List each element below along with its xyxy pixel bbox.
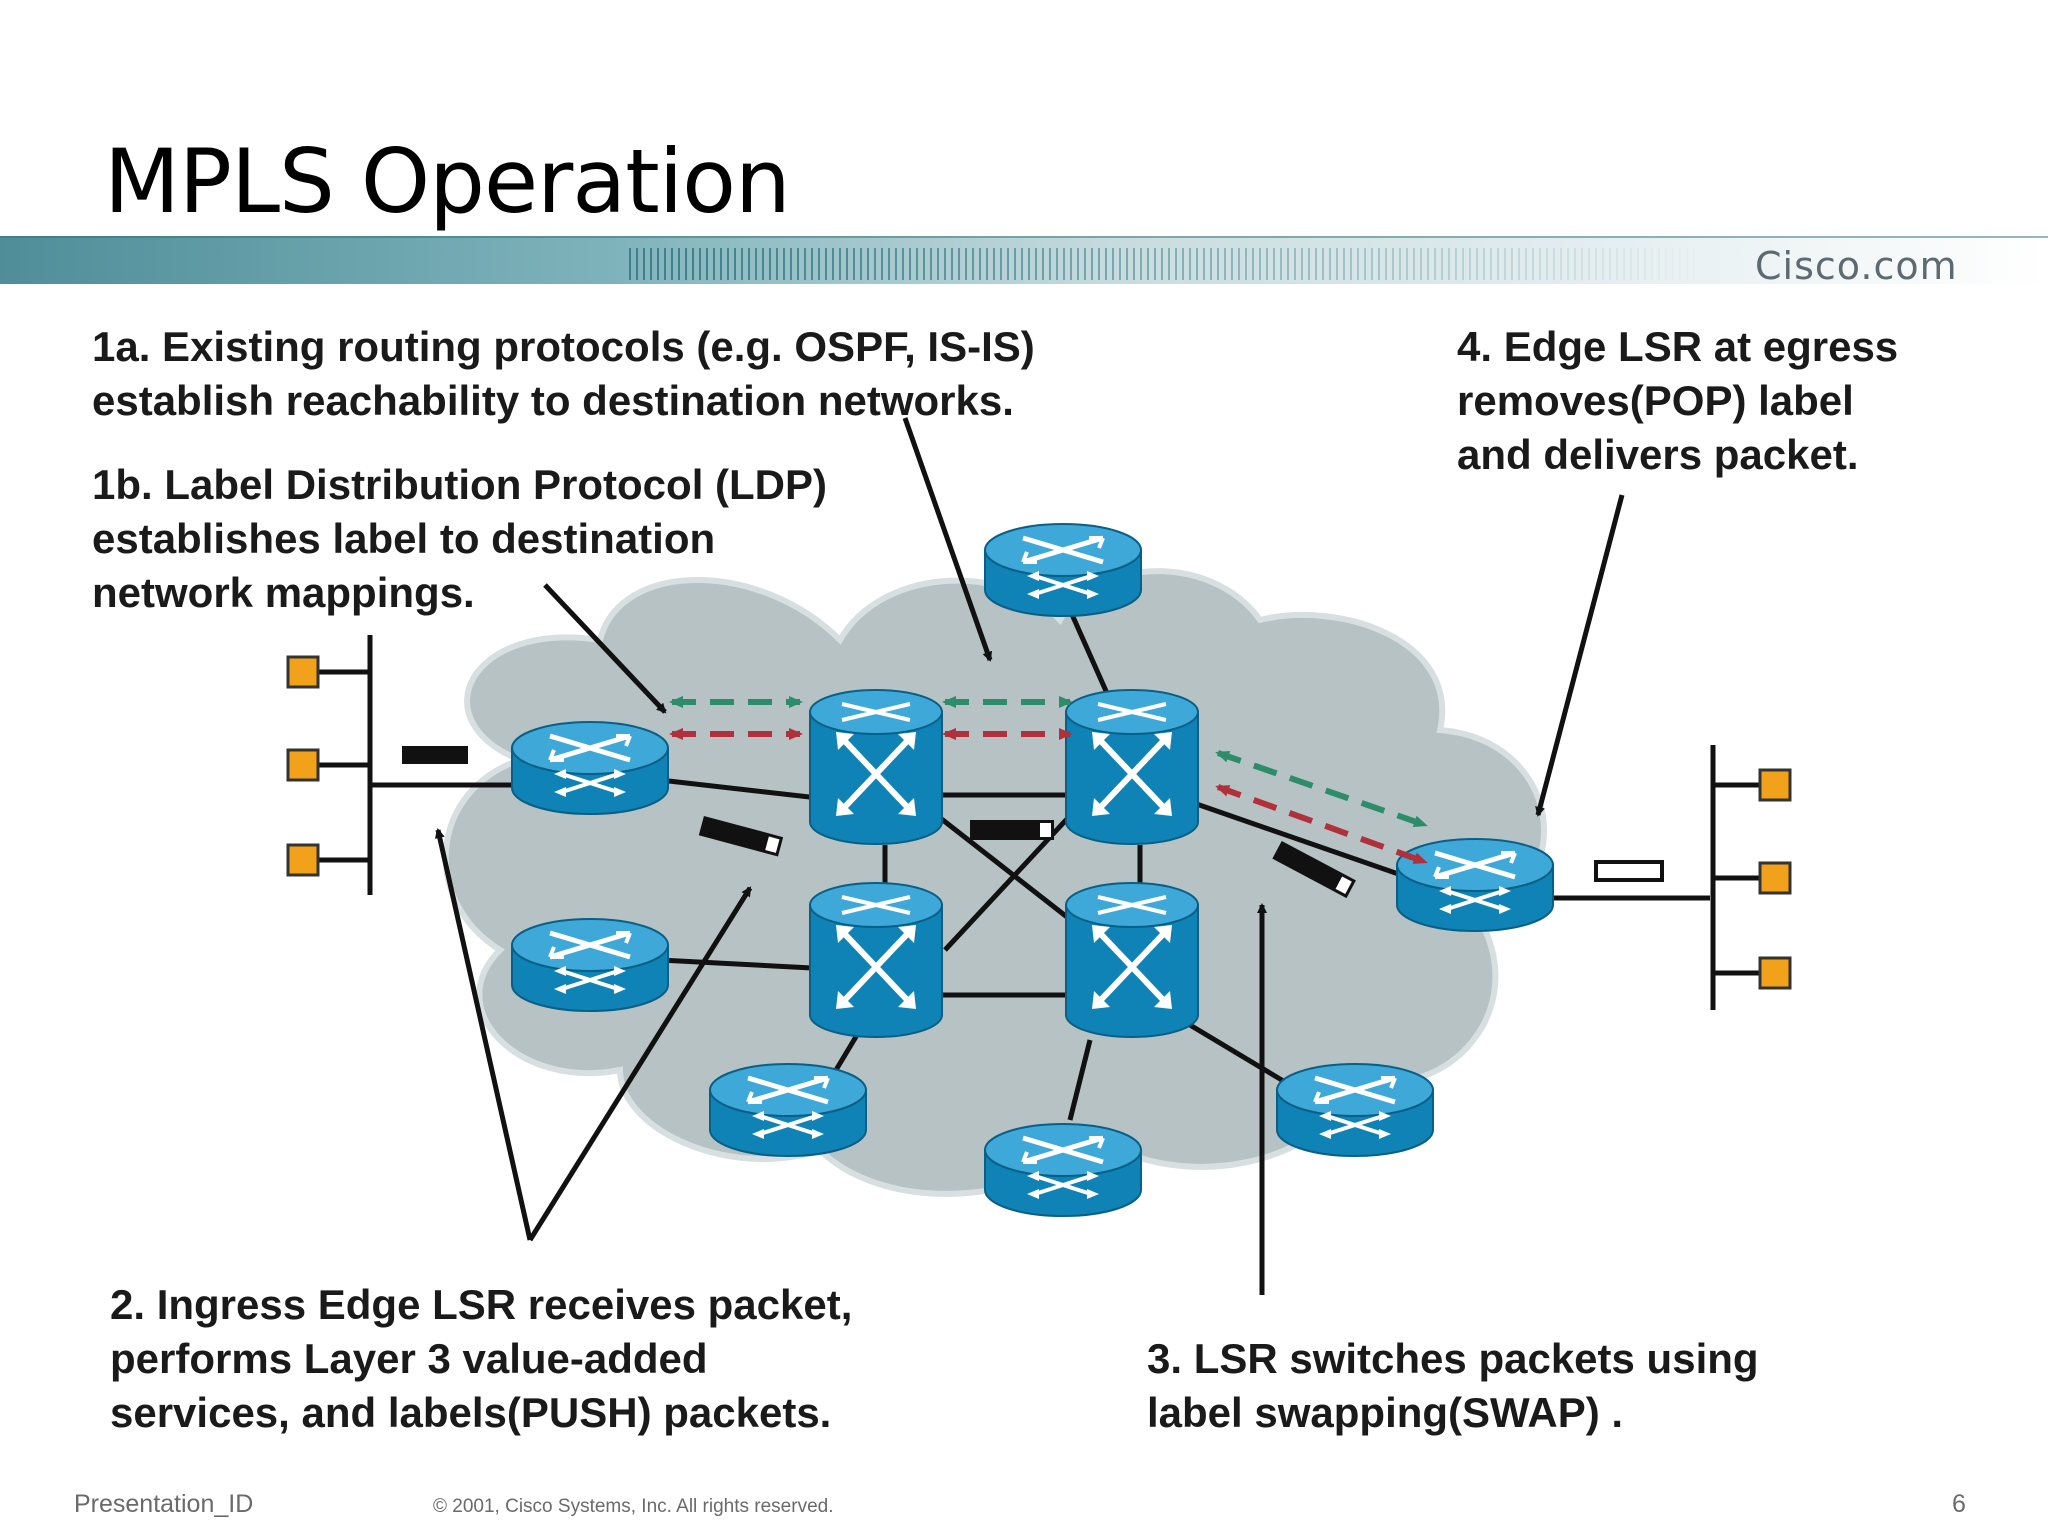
host-icon	[1758, 861, 1792, 895]
labeled-packet-icon	[698, 815, 784, 857]
ingress-lan	[286, 635, 373, 895]
labeled-packet-icon	[970, 820, 1054, 840]
page-title: MPLS Operation	[104, 130, 791, 233]
caption-step-4: 4. Edge LSR at egress removes(POP) label…	[1457, 323, 1899, 478]
packet-icon	[402, 746, 468, 764]
host-icon	[1758, 768, 1792, 802]
host-icon	[286, 843, 320, 877]
router-icon	[1276, 1063, 1434, 1157]
title-banner	[0, 236, 2048, 284]
host-icon	[286, 748, 320, 782]
host-icon	[286, 655, 320, 689]
packets	[402, 746, 1664, 899]
atm-switch-icon	[809, 882, 943, 1038]
atm-switch-icon	[1065, 689, 1199, 845]
atm-switches	[809, 689, 1199, 1038]
footer-copyright: © 2001, Cisco Systems, Inc. All rights r…	[433, 1496, 834, 1517]
caption-step-1a: 1a. Existing routing protocols (e.g. OSP…	[92, 323, 1035, 424]
atm-switch-icon	[1065, 882, 1199, 1038]
atm-switch-icon	[809, 689, 943, 845]
routers	[511, 523, 1554, 1217]
caption-step-2: 2. Ingress Edge LSR receives packet, per…	[110, 1281, 853, 1436]
host-icon	[1758, 956, 1792, 990]
router-icon	[709, 1063, 867, 1157]
caption-step-3: 3. LSR switches packets using label swap…	[1147, 1335, 1759, 1436]
ldp-arrows	[669, 696, 1428, 865]
router-icon	[984, 523, 1142, 617]
router-icon	[984, 1123, 1142, 1217]
packet-icon	[1594, 860, 1664, 882]
footer-presentation-id: Presentation_ID	[74, 1490, 254, 1518]
caption-step-1b: 1b. Label Distribution Protocol (LDP) es…	[92, 461, 827, 616]
egress-lan	[1710, 745, 1792, 1010]
page-number: 6	[1952, 1490, 1966, 1518]
cisco-logo[interactable]: Cisco.com	[1755, 244, 1958, 288]
router-icon	[1396, 838, 1554, 932]
labeled-packet-icon	[1272, 840, 1356, 899]
callout-arrows	[434, 417, 1625, 1295]
router-icon	[511, 721, 669, 815]
router-icon	[511, 918, 669, 1012]
